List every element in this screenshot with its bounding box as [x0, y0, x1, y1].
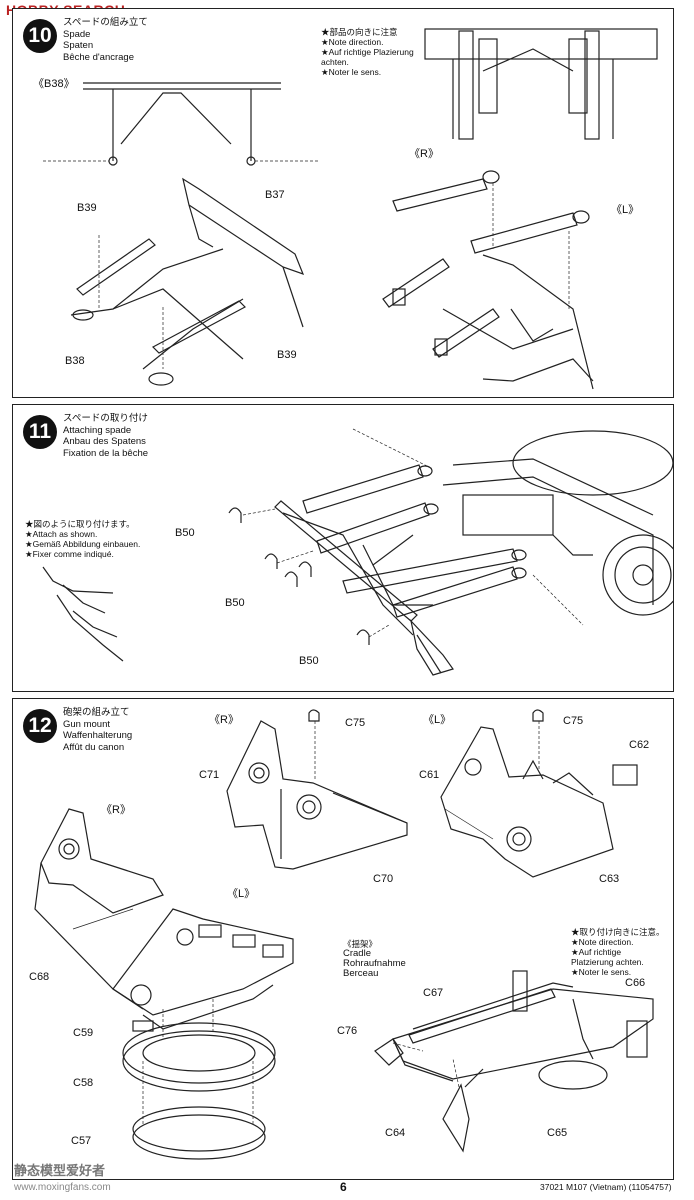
label-c75: C75 — [345, 717, 366, 729]
label-c62: C62 — [629, 739, 650, 751]
label-c59: C59 — [73, 1027, 94, 1039]
label-b39: B39 — [77, 202, 97, 214]
label-b38-view: 《B38》 — [33, 78, 75, 90]
label-b50: B50 — [299, 655, 319, 667]
spade-attachment-drawing — [42, 428, 673, 676]
label-c63: C63 — [599, 873, 620, 885]
label-right-view: 《R》 — [101, 804, 131, 816]
label-right-view: 《R》 — [209, 714, 239, 726]
site-watermark: 静态模型爱好者 — [14, 1163, 106, 1178]
label-right-view: 《R》 — [409, 148, 439, 160]
step-number: 11 — [23, 415, 57, 449]
product-code: 37021 M107 (Vietnam) (11054757) — [540, 1182, 672, 1192]
label-c61: C61 — [419, 769, 440, 781]
label-c71: C71 — [199, 769, 220, 781]
label-c70: C70 — [373, 873, 394, 885]
step-10-panel: 10 スペードの組み立て Spade Spaten Bêche d'ancrag… — [12, 8, 674, 398]
label-b38: B38 — [65, 355, 85, 367]
step-title: スペードの組み立て Spade Spaten Bêche d'ancrage — [63, 17, 148, 63]
label-c66: C66 — [625, 977, 646, 989]
label-c65: C65 — [547, 1127, 568, 1139]
label-b37: B37 — [265, 189, 285, 201]
attach-note: ★図のように取り付けます。★Attach as shown. ★Gemäß Ab… — [25, 519, 141, 559]
label-c64: C64 — [385, 1127, 406, 1139]
label-left-view: 《L》 — [227, 888, 256, 900]
spade-assembly-drawing — [43, 28, 658, 390]
direction-note: ★部品の向きに注意★Note direction. ★Auf richtige … — [321, 27, 414, 77]
label-c68: C68 — [29, 971, 50, 983]
label-b50: B50 — [225, 597, 245, 609]
page-number: 6 — [340, 1180, 347, 1194]
label-b50: B50 — [175, 527, 195, 539]
label-c76: C76 — [337, 1025, 358, 1037]
label-c58: C58 — [73, 1077, 94, 1089]
label-left-view: 《L》 — [423, 714, 452, 726]
cradle-title: 《揺架》 Cradle Rohraufnahme Berceau — [343, 939, 406, 979]
step-number: 10 — [23, 19, 57, 53]
label-b39: B39 — [277, 349, 297, 361]
direction-note: ★取り付け向きに注意。★Note direction. ★Auf richtig… — [571, 927, 665, 977]
site-url-watermark: www.moxingfans.com — [14, 1182, 111, 1193]
label-c57: C57 — [71, 1135, 92, 1147]
label-left-view: 《L》 — [611, 204, 640, 216]
label-c67: C67 — [423, 987, 444, 999]
label-c75: C75 — [563, 715, 584, 727]
step-number: 12 — [23, 709, 57, 743]
gun-mount-drawing — [34, 709, 654, 1160]
